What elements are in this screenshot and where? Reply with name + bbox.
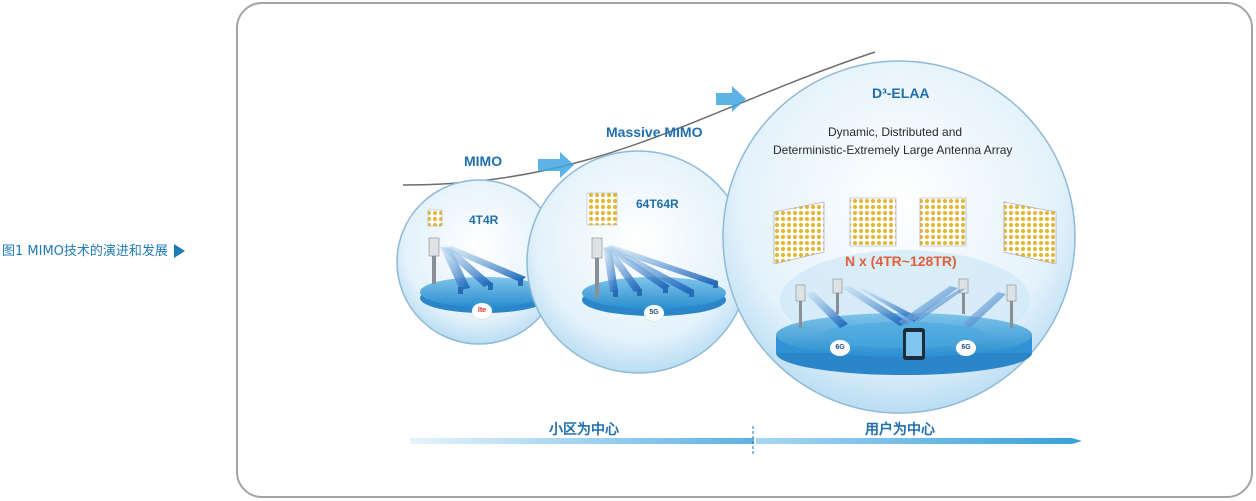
delaa-bubble [722,60,1076,414]
caption-text: 图1 MIMO技术的演进和发展 [2,244,168,259]
6g-badge-left: 6G [830,340,850,356]
5g-badge: 5G [644,305,664,321]
cell-centric-bar [410,438,754,444]
user-centric-label: 用户为中心 [865,422,935,438]
arrow-icon [538,152,574,178]
massive-mimo-config: 64T64R [636,197,679,211]
delaa-subtitle-line2: Deterministic-Extremely Large Antenna Ar… [773,143,1013,157]
figure-caption: 图1 MIMO技术的演进和发展 [2,240,185,259]
caption-arrow-icon [173,243,185,258]
mimo-bubble [396,179,562,345]
massive-mimo-title: Massive MIMO [606,124,703,140]
lte-badge: lte [472,303,492,319]
lte-badge-text: lte [477,307,487,314]
mimo-title: MIMO [464,153,503,169]
massive-mimo-bubble [526,150,750,374]
6g-badge-right: 6G [956,340,976,356]
delaa-title: D³-ELAA [872,85,930,101]
cell-centric-label: 小区为中心 [549,422,619,438]
delaa-scale: N x (4TR~128TR) [845,253,957,269]
delaa-subtitle-line1: Dynamic, Distributed and [828,125,963,139]
arrow-icon [716,86,746,112]
user-centric-bar [756,438,1082,444]
mimo-config: 4T4R [469,213,499,227]
